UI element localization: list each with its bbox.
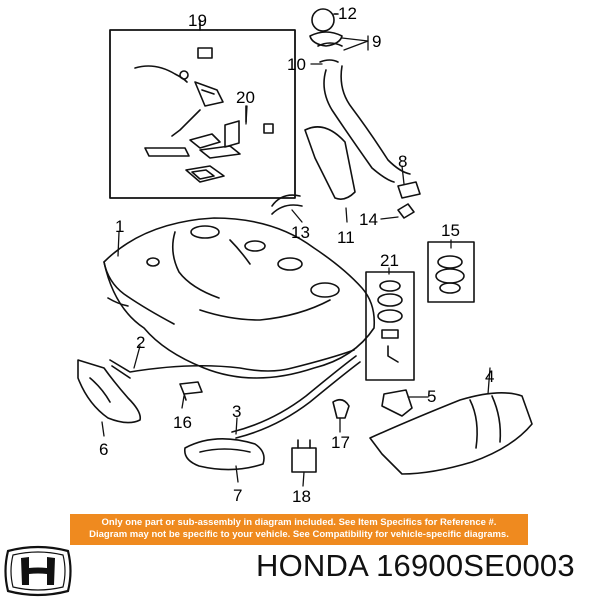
callout-13: 13: [291, 223, 310, 242]
honda-logo-icon: [4, 545, 72, 597]
filler-neck-assembly: [271, 8, 421, 219]
callout-1: 1: [115, 217, 124, 236]
callout-3: 3: [232, 402, 241, 421]
tank-straps: [109, 349, 361, 439]
callout-4: 4: [485, 367, 494, 386]
part-number: 16900SE0003: [376, 548, 575, 583]
evap-canister-4: [369, 389, 533, 475]
leader-lines: [101, 13, 491, 487]
callout-19: 19: [188, 11, 207, 30]
brand-part-number: HONDA 16900SE0003: [256, 548, 596, 584]
callout-2: 2: [136, 333, 145, 352]
callout-5: 5: [427, 387, 436, 406]
callout-15: 15: [441, 221, 460, 240]
callout-16: 16: [173, 413, 192, 432]
callout-7: 7: [233, 486, 242, 505]
sensor-16: [179, 381, 203, 401]
notice-bar: Only one part or sub-assembly in diagram…: [70, 514, 528, 545]
callout-6: 6: [99, 440, 108, 459]
notice-line-2: Diagram may not be specific to your vehi…: [89, 529, 509, 540]
callout-21: 21: [380, 251, 399, 270]
callout-8: 8: [398, 152, 407, 171]
fuel-filter-18: [291, 439, 317, 473]
callout-17: 17: [331, 433, 350, 452]
callout-12: 12: [338, 4, 357, 23]
shield-6: [77, 359, 142, 424]
part-15-box: [427, 241, 475, 303]
notice-line-1: Only one part or sub-assembly in diagram…: [101, 517, 497, 528]
callout-11: 11: [337, 228, 355, 247]
heat-shield-7: [183, 438, 265, 471]
callout-9: 9: [372, 32, 381, 51]
fuel-tank: [103, 217, 376, 379]
callout-10: 10: [287, 55, 306, 74]
callout-20: 20: [236, 88, 255, 107]
callout-14: 14: [359, 210, 378, 229]
callout-18: 18: [292, 487, 311, 506]
fuel-pump-assembly-box: [109, 19, 296, 199]
part-17: [332, 398, 350, 419]
part-21-box: [365, 271, 415, 381]
brand-name: HONDA: [256, 548, 368, 583]
